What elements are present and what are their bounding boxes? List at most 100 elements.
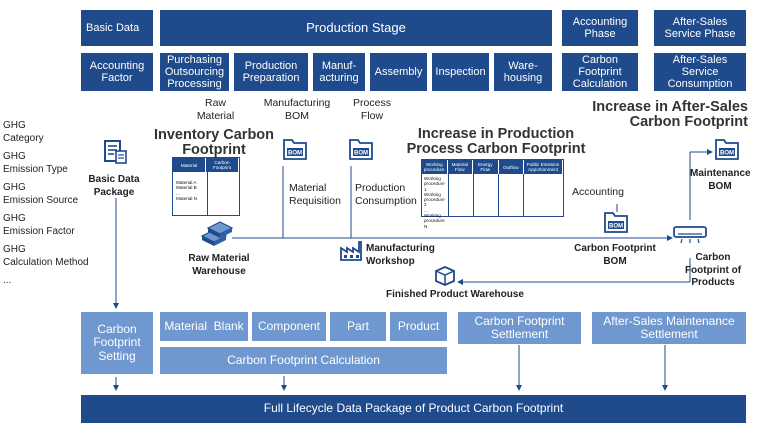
- ghg-list-item: Calculation Method: [3, 257, 89, 268]
- process-table-rows: Working procedure 1 Working procedure 2 …: [422, 174, 450, 229]
- inspection-box: Inspection: [432, 53, 489, 91]
- cf-calculation-bottom-label: Carbon Footprint Calculation: [227, 352, 380, 367]
- after-sales-settlement-label: After-Sales Maintenance Settlement: [603, 313, 735, 341]
- manufacturing-bom-text: Manufacturing BOM: [263, 97, 331, 123]
- inspection-label: Inspection: [435, 65, 486, 78]
- accounting-label: Accounting: [572, 186, 624, 199]
- production-preparation-box: Production Preparation: [234, 53, 308, 91]
- inventory-table-row: Material A: [176, 180, 197, 185]
- purchasing-label: Purchasing Outsourcing Processing: [164, 53, 225, 91]
- bom-icon: BOM: [283, 139, 307, 160]
- product-label: Product: [397, 318, 440, 333]
- product-device-icon: [673, 226, 707, 244]
- bom-icon-text: BOM: [354, 151, 368, 157]
- bom-icon-text: BOM: [720, 151, 734, 157]
- box-icon: [435, 266, 455, 286]
- warehousing-box: Ware-housing: [494, 53, 552, 91]
- raw-material-text: Raw Material: [196, 97, 235, 123]
- increase-after-sales-title: Increase in After-Sales Carbon Footprint: [590, 99, 748, 130]
- after-sales-settlement-box: After-Sales Maintenance Settlement: [592, 312, 746, 344]
- production-stage-header: Production Stage: [160, 10, 552, 46]
- ghg-list-item: Category: [3, 133, 44, 144]
- process-table-header-cell: Outflow: [499, 160, 524, 174]
- manufacturing-box: Manuf-acturing: [313, 53, 365, 91]
- inventory-cf-title: Inventory Carbon Footprint: [150, 127, 278, 158]
- process-flow-text: Process Flow: [353, 97, 391, 123]
- process-flow-label: Process Flow: [352, 97, 392, 123]
- process-table-row: Working procedure N: [424, 212, 445, 229]
- after-sales-consumption-label: After-Sales Service Consumption: [667, 53, 733, 91]
- production-consumption-text: Production Consumption: [355, 182, 417, 208]
- basic-data-package-text: Basic Data Package: [88, 174, 140, 198]
- ghg-list-item: Emission Type: [3, 164, 68, 175]
- manufacturing-workshop-text: Manufacturing Workshop: [366, 243, 435, 267]
- process-table-header-cell: Energy Flow: [473, 160, 499, 174]
- after-sales-phase-header: After-Sales Service Phase: [654, 10, 746, 46]
- accounting-factor-box: Accounting Factor: [81, 53, 153, 91]
- inventory-table-header-cell: Material: [173, 158, 206, 172]
- basic-data-header-label: Basic Data: [86, 21, 140, 34]
- material-requisition-text: Material Requisition: [289, 182, 341, 208]
- bom-icon: BOM: [349, 139, 373, 160]
- cf-settlement-box: Carbon Footprint Settlement: [458, 312, 581, 344]
- process-table-header-cell: Working procedure: [422, 160, 448, 174]
- ghg-list-item: GHG: [3, 213, 26, 224]
- warehousing-label: Ware-housing: [503, 59, 543, 84]
- ghg-list-item: Emission Factor: [3, 226, 75, 237]
- inventory-table: Material Carbon Footprint Material A Mat…: [172, 157, 240, 216]
- carbon-footprint-bom-text: Carbon Footprint BOM: [574, 243, 656, 267]
- accounting-phase-header: Accounting Phase: [562, 10, 638, 46]
- cf-setting-box: Carbon Footprint Setting: [81, 312, 153, 374]
- ghg-list-item: ...: [3, 275, 12, 286]
- ghg-list-item: Emission Source: [3, 195, 79, 206]
- ghg-list-item: GHG: [3, 244, 26, 255]
- process-table-row: Working procedure 1: [424, 176, 445, 192]
- finished-product-warehouse-text: Finished Product Warehouse: [386, 289, 524, 300]
- after-sales-phase-header-label: After-Sales Service Phase: [664, 15, 736, 40]
- production-preparation-label: Production Preparation: [242, 59, 300, 84]
- inventory-table-row: ...: [176, 190, 180, 196]
- ghg-list-item: GHG: [3, 151, 26, 162]
- assembly-box: Assembly: [370, 53, 427, 91]
- process-table-header-cell: Material Flow: [448, 160, 473, 174]
- inventory-table-header-cell: Carbon Footprint: [206, 158, 239, 172]
- ghg-list-item: GHG: [3, 120, 26, 131]
- carbon-footprint-products-text: Carbon Footprint of Products: [684, 252, 742, 288]
- basic-data-package-label: Basic Data Package: [82, 174, 146, 199]
- ghg-list-item: GHG: [3, 182, 26, 193]
- process-table-header: Working procedure Material Flow Energy F…: [422, 160, 563, 174]
- process-table-header-cell: Public Emission Apportionment: [524, 160, 563, 174]
- cf-settlement-label: Carbon Footprint Settlement: [474, 313, 565, 341]
- full-lifecycle-label: Full Lifecycle Data Package of Product C…: [263, 401, 564, 416]
- material-blank-box: Material Blank: [160, 312, 248, 341]
- full-lifecycle-bar: Full Lifecycle Data Package of Product C…: [81, 395, 746, 423]
- manufacturing-workshop-label: Manufacturing Workshop: [366, 243, 440, 268]
- ghg-list: GHG Category GHG Emission Type GHG Emiss…: [3, 119, 89, 287]
- production-consumption-label: Production Consumption: [355, 182, 425, 208]
- after-sales-consumption-box: After-Sales Service Consumption: [654, 53, 746, 91]
- inventory-table-row: Material N: [176, 195, 197, 201]
- part-box: Part: [330, 312, 386, 341]
- increase-production-title: Increase in Production Process Carbon Fo…: [405, 126, 587, 157]
- component-box: Component: [252, 312, 326, 341]
- cf-calculation-box: Carbon Footprint Calculation: [562, 53, 638, 91]
- process-table-row: Working procedure 2: [424, 191, 445, 208]
- purchasing-box: Purchasing Outsourcing Processing: [160, 53, 229, 91]
- material-blank-label: Material Blank: [164, 318, 244, 333]
- cf-calculation-bottom-box: Carbon Footprint Calculation: [160, 347, 447, 374]
- cf-setting-label: Carbon Footprint Setting: [93, 321, 141, 363]
- maintenance-bom-label: Maintenance BOM: [690, 168, 751, 193]
- accounting-factor-label: Accounting Factor: [89, 59, 145, 84]
- finished-product-warehouse-label: Finished Product Warehouse: [386, 289, 524, 302]
- process-table-row: ...: [424, 207, 428, 213]
- basic-data-header: Basic Data: [81, 10, 153, 46]
- product-box: Product: [390, 312, 447, 341]
- process-table: Working procedure Material Flow Energy F…: [421, 159, 564, 229]
- factory-icon: [340, 241, 362, 261]
- material-requisition-label: Material Requisition: [289, 182, 349, 208]
- part-label: Part: [346, 318, 369, 333]
- accounting-text: Accounting: [572, 186, 624, 198]
- maintenance-bom-text: Maintenance BOM: [690, 168, 751, 192]
- cf-calculation-label: Carbon Footprint Calculation: [572, 53, 628, 91]
